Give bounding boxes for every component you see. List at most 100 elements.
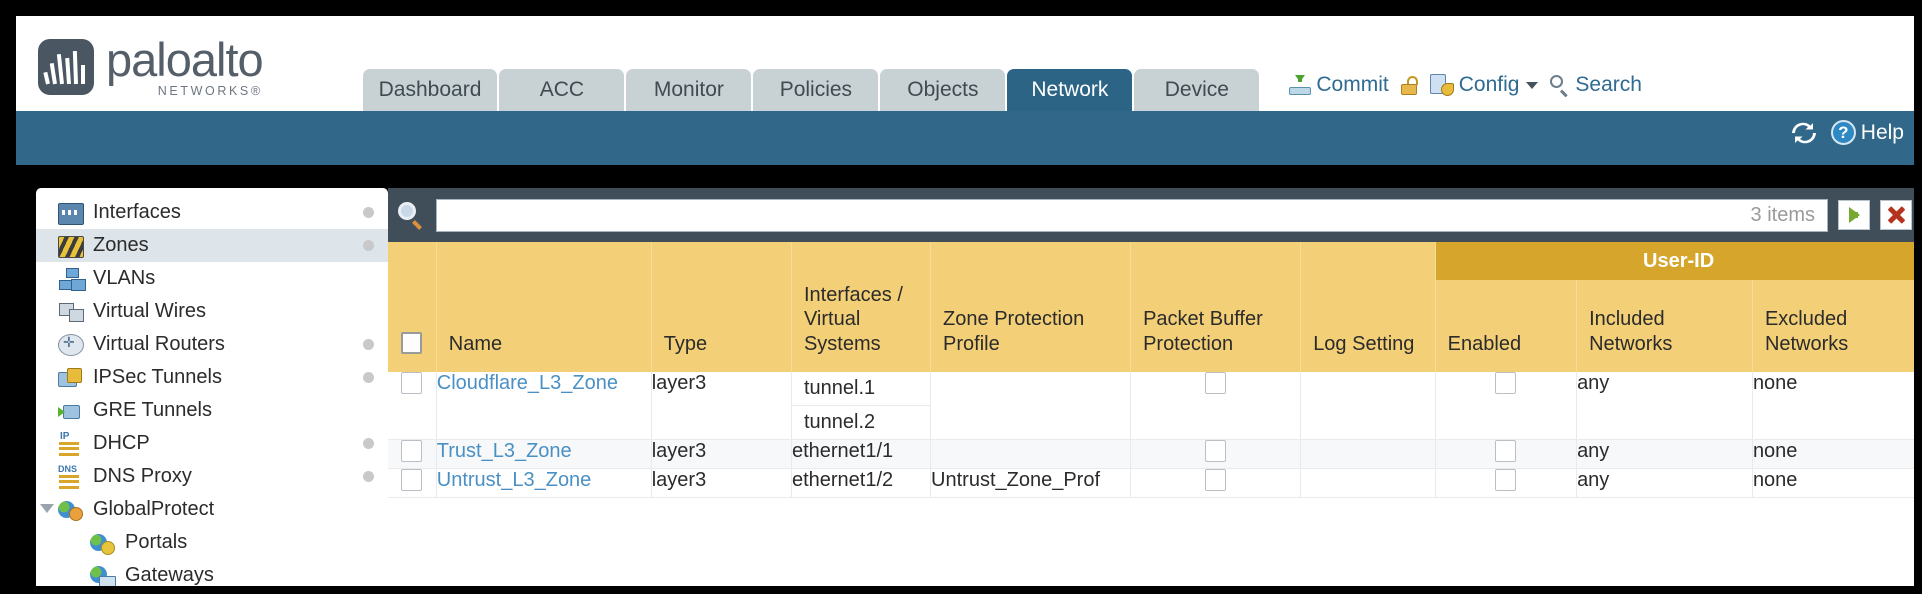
cell-zone-protection-profile (930, 372, 1132, 440)
column-header-included-networks[interactable]: Included Networks (1576, 280, 1753, 372)
config-menu-button[interactable]: Config (1429, 73, 1539, 97)
tab-acc[interactable]: ACC (499, 69, 625, 111)
table-row[interactable]: Cloudflare_L3_Zone layer3 tunnel.1 tunne… (388, 372, 1914, 440)
brand-name: paloalto (106, 33, 264, 87)
select-all-checkbox[interactable] (401, 331, 423, 354)
sidebar-item-ipsec-tunnels[interactable]: IPSec Tunnels (36, 361, 388, 394)
sidebar-item-label: VLANs (93, 267, 156, 289)
zones-table-head: User-ID Name Type Interfaces / Virtual S… (388, 242, 1914, 372)
packet-buffer-protection-checkbox[interactable] (1205, 440, 1227, 462)
filter-input-wrap[interactable]: 3 items (436, 198, 1828, 232)
userid-enabled-checkbox[interactable] (1495, 372, 1517, 394)
band-actions: ? Help (1791, 120, 1904, 145)
help-label: Help (1860, 120, 1904, 144)
cell-userid-enabled (1435, 372, 1578, 440)
sidebar-item-interfaces[interactable]: Interfaces (36, 196, 388, 229)
group-blank (1300, 242, 1436, 280)
sidebar-item-globalprotect[interactable]: GlobalProtect (36, 493, 388, 526)
sidebar-item-label: Zones (93, 234, 149, 256)
cell-packet-buffer-protection (1130, 468, 1302, 498)
commit-button[interactable]: Commit (1289, 73, 1389, 97)
interfaces-icon (58, 203, 84, 225)
commit-save-icon (1289, 75, 1312, 95)
content-panel: 3 items (388, 188, 1914, 586)
cell-log-setting (1300, 372, 1436, 440)
cell-name: Untrust_L3_Zone (436, 468, 652, 498)
help-button[interactable]: ? Help (1830, 120, 1904, 145)
cell-log-setting (1300, 439, 1436, 469)
column-header-log-setting[interactable]: Log Setting (1300, 280, 1436, 372)
search-input[interactable] (437, 199, 1751, 231)
filter-search-icon[interactable] (396, 200, 426, 230)
status-dot (363, 471, 374, 482)
column-header-excluded-networks[interactable]: Excluded Networks (1752, 280, 1914, 372)
interface-item: tunnel.1 (791, 372, 931, 406)
tree-expander-icon[interactable] (40, 504, 54, 513)
refresh-icon[interactable] (1791, 122, 1817, 144)
zone-name-link[interactable]: Cloudflare_L3_Zone (436, 372, 619, 394)
portals-icon (90, 532, 116, 555)
search-button[interactable]: Search (1550, 73, 1642, 97)
column-header-zone-protection-profile[interactable]: Zone Protection Profile (930, 280, 1132, 372)
gateways-icon (90, 565, 116, 586)
column-header-name[interactable]: Name (436, 280, 652, 372)
main-tab-bar: Dashboard ACC Monitor Policies Objects N… (362, 16, 1262, 111)
sidebar-item-dhcp[interactable]: DHCP (36, 427, 388, 460)
zone-name-link[interactable]: Trust_L3_Zone (436, 440, 572, 462)
status-dot (363, 339, 374, 350)
sidebar-item-portals[interactable]: Portals (36, 526, 388, 559)
clear-filter-button[interactable] (1880, 200, 1912, 230)
row-checkbox[interactable] (401, 372, 423, 394)
apply-filter-button[interactable] (1838, 200, 1870, 230)
zone-name-link[interactable]: Untrust_L3_Zone (436, 469, 592, 491)
chevron-down-icon (1526, 81, 1539, 89)
cell-name: Cloudflare_L3_Zone (436, 372, 652, 440)
column-header-packet-buffer-protection[interactable]: Packet Buffer Protection (1130, 280, 1302, 372)
sidebar-item-dns-proxy[interactable]: DNS Proxy (36, 460, 388, 493)
column-header-type[interactable]: Type (651, 280, 792, 372)
row-checkbox[interactable] (401, 440, 423, 462)
tab-dashboard[interactable]: Dashboard (362, 69, 498, 111)
cell-log-setting (1300, 468, 1436, 498)
sidebar-item-label: Virtual Wires (93, 300, 206, 322)
sidebar-item-gre-tunnels[interactable]: GRE Tunnels (36, 394, 388, 427)
sidebar-item-virtual-routers[interactable]: Virtual Routers (36, 328, 388, 361)
tab-device[interactable]: Device (1134, 69, 1260, 111)
cell-name: Trust_L3_Zone (436, 439, 652, 469)
search-icon (1550, 75, 1570, 97)
tab-objects[interactable]: Objects (880, 69, 1006, 111)
unlock-icon[interactable] (1400, 75, 1418, 95)
cell-included-networks: any (1576, 372, 1753, 440)
packet-buffer-protection-checkbox[interactable] (1205, 469, 1227, 491)
sidebar-item-vlans[interactable]: VLANs (36, 262, 388, 295)
row-checkbox[interactable] (401, 469, 423, 491)
group-blank (930, 242, 1132, 280)
tab-network[interactable]: Network (1007, 69, 1133, 111)
tab-monitor[interactable]: Monitor (626, 69, 752, 111)
config-label: Config (1458, 73, 1520, 96)
tab-policies[interactable]: Policies (753, 69, 879, 111)
sidebar-item-gateways[interactable]: Gateways (36, 559, 388, 586)
apply-filter-arrow-icon (1848, 207, 1860, 223)
dhcp-icon (58, 431, 84, 456)
table-row[interactable]: Trust_L3_Zone layer3 ethernet1/1 any (388, 439, 1914, 469)
virtual-routers-icon (58, 334, 84, 356)
userid-enabled-checkbox[interactable] (1495, 469, 1517, 491)
column-header-interfaces[interactable]: Interfaces / Virtual Systems (791, 280, 932, 372)
virtual-wires-icon (58, 301, 84, 323)
sidebar-item-virtual-wires[interactable]: Virtual Wires (36, 295, 388, 328)
cell-interfaces: tunnel.1 tunnel.2 (791, 372, 932, 440)
sidebar-item-label: Gateways (125, 564, 214, 586)
group-header-row: User-ID (388, 242, 1914, 280)
help-question-icon: ? (1830, 120, 1856, 145)
select-all-header (388, 280, 437, 372)
cell-included-networks: any (1576, 439, 1753, 469)
sidebar-item-zones[interactable]: Zones (36, 229, 388, 262)
row-select-cell (388, 372, 437, 440)
sidebar-item-label: DNS Proxy (93, 465, 192, 487)
userid-enabled-checkbox[interactable] (1495, 440, 1517, 462)
table-row[interactable]: Untrust_L3_Zone layer3 ethernet1/2 Untru… (388, 468, 1914, 498)
cell-packet-buffer-protection (1130, 439, 1302, 469)
column-header-enabled[interactable]: Enabled (1435, 280, 1578, 372)
packet-buffer-protection-checkbox[interactable] (1205, 372, 1227, 394)
